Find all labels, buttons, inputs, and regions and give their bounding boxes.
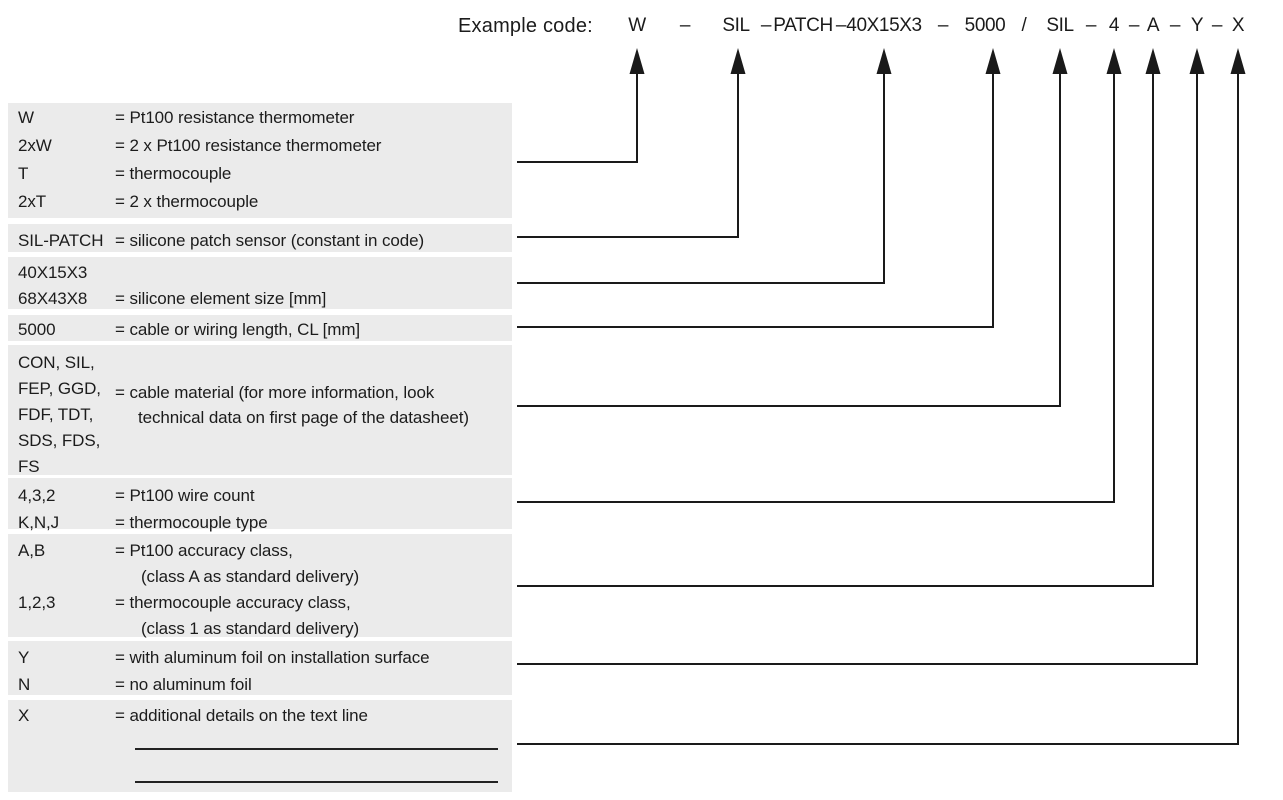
row-description: (class A as standard delivery) [141, 567, 360, 586]
arrow-up-icon-accuracy-class [1145, 48, 1161, 74]
row-key: T [18, 164, 29, 183]
example-code-label: Example code: [458, 15, 593, 37]
row-key: 68X43X8 [18, 289, 88, 308]
row-key: FDF, TDT, [18, 405, 94, 424]
connector-line-wire-count-type [517, 72, 1115, 503]
legend-row-patch-constant: SIL-PATCH = silicone patch sensor (consta… [8, 224, 512, 252]
legend-row-aluminum-foil: Y = with aluminum foil on installation su… [8, 641, 512, 695]
code-token-13: – [1128, 15, 1140, 36]
code-token-10: SIL [1046, 15, 1074, 36]
row-description: = 2 x thermocouple [115, 192, 259, 211]
row-key: SIL-PATCH [18, 231, 104, 250]
code-token-5: – [835, 15, 847, 36]
row-key: 4,3,2 [18, 486, 56, 505]
row-description: = no aluminum foil [115, 675, 252, 694]
legend-row-additional-details: X = additional details on the text line [8, 700, 512, 792]
arrow-up-icon-cable-material [1052, 48, 1068, 74]
connector-line-additional-details [517, 72, 1239, 745]
connector-line-sensor-type [517, 72, 638, 163]
arrow-up-icon-additional-details [1230, 48, 1246, 74]
row-key: A,B [18, 541, 46, 560]
row-description: = silicone element size [mm] [115, 289, 327, 308]
code-token-16: Y [1190, 15, 1204, 36]
legend-row-sensor-type: W = Pt100 resistance thermometer 2xW = 2 x … [8, 103, 512, 218]
connector-line-cable-length [517, 72, 994, 328]
row-description: = Pt100 resistance thermometer [115, 108, 355, 127]
arrow-up-icon-sensor-type [629, 48, 645, 74]
row-description: technical data on first page of the data… [138, 408, 469, 427]
code-token-9: / [1021, 15, 1027, 36]
connector-line-accuracy-class [517, 72, 1154, 587]
row-description: = with aluminum foil on installation sur… [115, 648, 430, 667]
code-token-11: – [1085, 15, 1097, 36]
row-key: 40X15X3 [18, 263, 88, 282]
arrow-up-icon-element-size [876, 48, 892, 74]
code-token-14: A [1146, 15, 1160, 36]
connector-line-aluminum-foil [517, 72, 1198, 665]
legend-row-cable-material: CON, SIL, FEP, GGD, = cable material (for … [8, 345, 512, 476]
code-token-6: 40X15X3 [846, 15, 922, 36]
code-token-12: 4 [1108, 15, 1120, 36]
code-token-15: – [1169, 15, 1181, 36]
row-key: CON, SIL, [18, 353, 95, 372]
row-key: 5000 [18, 320, 56, 339]
legend-row-element-size: 40X15X3 68X43X8 = silicone element size [m… [8, 257, 512, 309]
row-description: = 2 x Pt100 resistance thermometer [115, 136, 382, 155]
arrow-up-icon-patch-constant [730, 48, 746, 74]
row-description: = additional details on the text line [115, 706, 368, 725]
row-key: W [18, 108, 34, 127]
row-description: = thermocouple accuracy class, [115, 593, 351, 612]
code-token-2: SIL [722, 15, 750, 36]
row-key: Y [18, 648, 30, 667]
row-key: 1,2,3 [18, 593, 56, 612]
row-description: = thermocouple [115, 164, 232, 183]
code-token-7: – [937, 15, 949, 36]
row-key: FS [18, 457, 40, 476]
row-description: = Pt100 wire count [115, 486, 255, 505]
connector-line-element-size [517, 72, 885, 284]
arrow-up-icon-cable-length [985, 48, 1001, 74]
legend-row-accuracy-class: A,B = Pt100 accuracy class, (class A as st… [8, 534, 512, 638]
code-token-4: PATCH [773, 15, 833, 36]
arrow-up-icon-wire-count-type [1106, 48, 1122, 74]
row-key: X [18, 706, 30, 725]
row-description: = thermocouple type [115, 513, 268, 532]
code-token-1: – [679, 15, 691, 36]
connector-line-cable-material [517, 72, 1061, 407]
connector-line-patch-constant [517, 72, 739, 238]
row-key: N [18, 675, 31, 694]
code-token-8: 5000 [964, 15, 1006, 36]
row-description: = silicone patch sensor (constant in cod… [115, 231, 425, 250]
code-token-17: – [1211, 15, 1223, 36]
row-description: = cable or wiring length, CL [mm] [115, 320, 361, 339]
row-key: K,N,J [18, 513, 60, 532]
blank-text-line-2 [135, 781, 498, 783]
row-description: = Pt100 accuracy class, [115, 541, 293, 560]
code-token-0: W [628, 15, 646, 36]
row-key: 2xW [18, 136, 52, 155]
row-description: (class 1 as standard delivery) [141, 619, 360, 638]
code-token-3: – [760, 15, 772, 36]
blank-text-line-1 [135, 748, 498, 750]
code-token-18: X [1231, 15, 1245, 36]
arrow-up-icon-aluminum-foil [1189, 48, 1205, 74]
row-key: 2xT [18, 192, 47, 211]
row-key: SDS, FDS, [18, 431, 101, 450]
row-key: FEP, GGD, [18, 379, 101, 398]
row-description: = cable material (for more information, … [115, 383, 435, 402]
legend-row-cable-length: 5000 = cable or wiring length, CL [mm] [8, 315, 512, 341]
